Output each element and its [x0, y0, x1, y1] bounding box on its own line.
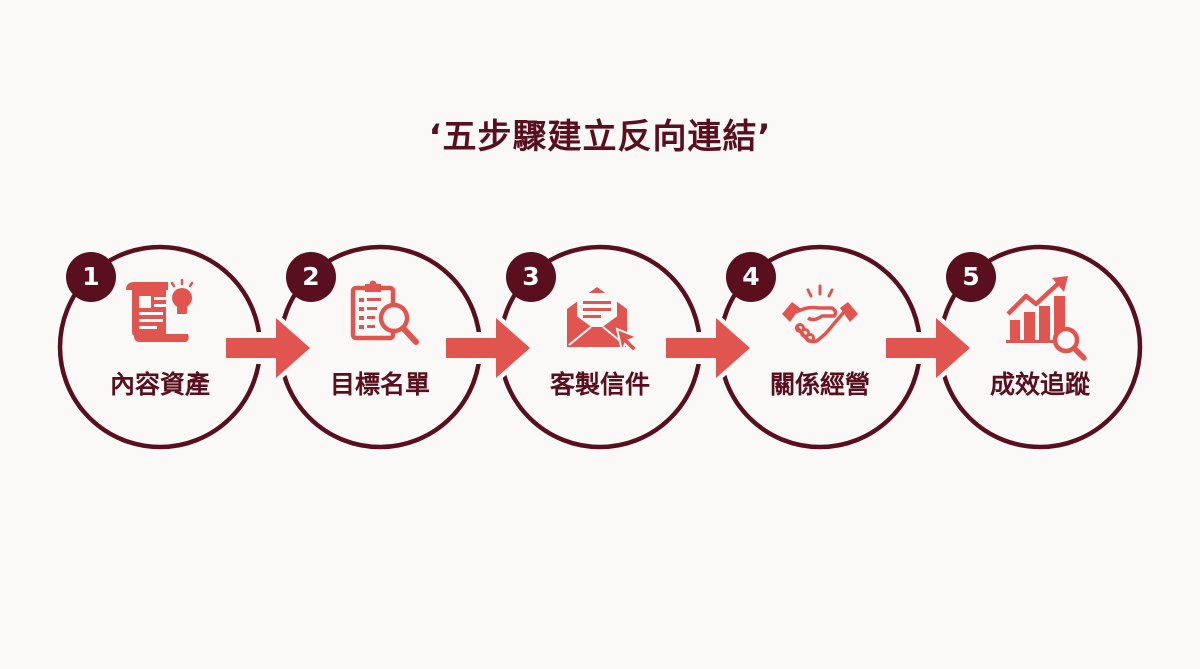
step-2-badge: [286, 252, 336, 302]
document-lightbulb-icon: [126, 278, 194, 342]
step-4-number: 4: [742, 262, 760, 291]
page-title: ‘五步驟建立反向連結’: [428, 117, 772, 157]
step-2-number: 2: [302, 262, 320, 291]
chart-search-icon: [1006, 276, 1087, 361]
arrow-right-icon: [222, 312, 316, 384]
step-5-number: 5: [962, 262, 980, 291]
step-1-badge: [66, 252, 116, 302]
step-4-label: 關係經營: [769, 370, 870, 399]
arrow-right-icon: [442, 312, 536, 384]
step-1-number: 1: [82, 262, 100, 291]
step-4-badge: [726, 252, 776, 302]
step-3-number: 3: [522, 262, 540, 291]
clipboard-search-icon: [350, 280, 419, 345]
step-2-label: 目標名單: [329, 370, 430, 399]
step-5-label: 成效追蹤: [989, 370, 1090, 399]
handshake-icon: [782, 284, 858, 344]
step-5-badge: [946, 252, 996, 302]
step-3-label: 客製信件: [549, 370, 650, 399]
step-1-label: 內容資產: [109, 370, 210, 399]
envelope-cursor-icon: [567, 287, 640, 355]
arrow-right-icon: [882, 312, 976, 384]
step-3-badge: [506, 252, 556, 302]
arrow-right-icon: [662, 312, 756, 384]
